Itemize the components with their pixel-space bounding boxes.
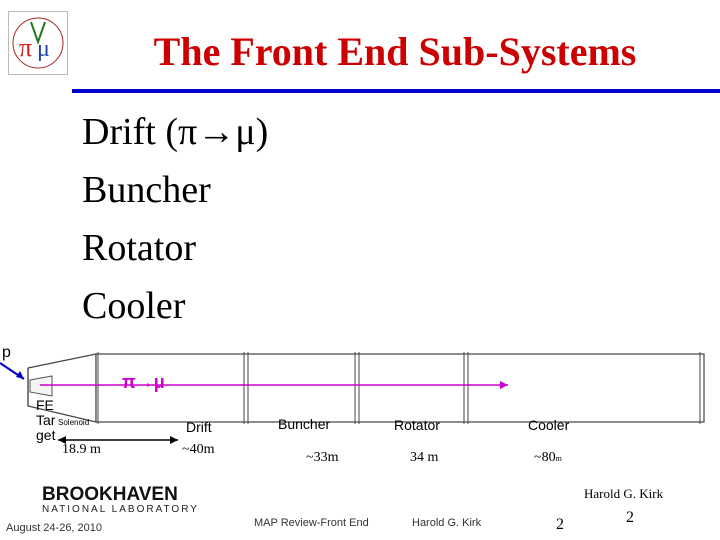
pion-muon-label: π→μ <box>122 372 165 392</box>
section-drift-label: Drift <box>186 419 212 435</box>
proton-arrow-head <box>16 371 24 379</box>
section-cooler-label: Cooler <box>528 417 570 433</box>
svg-text:μ: μ <box>37 36 50 62</box>
author-signature: Harold G. Kirk <box>584 486 664 501</box>
title-underline <box>72 89 720 93</box>
footer-page-number: 2 <box>556 516 564 533</box>
footer-date: August 24-26, 2010 <box>6 522 103 534</box>
brookhaven-logo: BROOKHAVEN NATIONAL LABORATORY <box>42 484 199 515</box>
section-buncher-label: Buncher <box>278 416 331 432</box>
svg-text:π: π <box>19 33 32 62</box>
lab-name: BROOKHAVEN <box>42 484 178 505</box>
target-length: 18.9 m <box>62 442 101 457</box>
bullet-drift: Drift (π→μ) <box>82 111 269 153</box>
fe-target-label: FE Tar get <box>36 397 56 443</box>
slide-title: The Front End Sub-Systems <box>153 29 637 74</box>
bullet-rotator: Rotator <box>82 227 196 269</box>
beam-pipe <box>95 353 705 423</box>
drift-length: ~40m <box>182 442 215 457</box>
front-end-diagram <box>0 352 705 444</box>
lab-subtitle: NATIONAL LABORATORY <box>42 504 199 515</box>
proton-label: p <box>2 344 11 361</box>
bullet-cooler: Cooler <box>82 285 186 327</box>
footer-author: Harold G. Kirk <box>412 517 482 529</box>
bullet-buncher: Buncher <box>82 169 211 211</box>
muon-accelerator-logo: π μ <box>8 11 68 75</box>
footer-event: MAP Review-Front End <box>254 517 369 529</box>
muon-logo-icon: π μ <box>12 17 64 69</box>
buncher-length: ~33m <box>306 450 339 465</box>
rotator-length: 34 m <box>410 450 439 465</box>
cooler-length: ~80m <box>534 450 562 465</box>
slide-number: 2 <box>626 509 634 526</box>
solenoid-label: Solenoid <box>58 418 90 427</box>
section-rotator-label: Rotator <box>394 417 440 433</box>
